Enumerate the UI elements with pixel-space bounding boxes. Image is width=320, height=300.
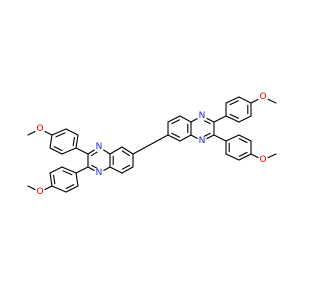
bond-line: [109, 146, 123, 155]
molecule-structure: N N N N O O O O: [27, 91, 277, 198]
bond-line: [49, 134, 53, 149]
oxygen-atom-label: O: [36, 187, 43, 197]
bond-line: [65, 185, 79, 193]
bond-line: [225, 96, 240, 104]
bond-line: [238, 134, 252, 142]
nitrogen-atom-label: N: [199, 136, 206, 146]
nitrogen-atom-label: N: [199, 111, 206, 121]
bond-line: [75, 172, 79, 187]
atom-label-background: [196, 110, 208, 122]
double-bond-line: [72, 136, 75, 147]
nitrogen-atom-label: N: [96, 142, 103, 152]
atom-label-background: [34, 123, 46, 135]
bond-line: [61, 147, 77, 155]
double-bond-line: [55, 132, 66, 138]
bond-layer: [27, 96, 277, 193]
bond-line: [225, 153, 240, 161]
atom-label-background: [196, 135, 208, 147]
double-bond-line: [65, 184, 75, 190]
double-bond-line: [238, 151, 248, 157]
bond-line: [49, 166, 63, 174]
atom-label-layer: N N N N O O O O: [34, 91, 269, 198]
oxygen-atom-label: O: [259, 92, 266, 102]
bond-line: [238, 115, 252, 123]
bond-line: [225, 115, 240, 123]
bond-line: [51, 185, 67, 193]
bond-line: [51, 128, 67, 136]
bond-line: [179, 115, 192, 123]
nitrogen-atom-label: N: [96, 168, 103, 178]
atom-label-background: [257, 91, 269, 103]
bond-line: [75, 134, 79, 149]
double-bond-line: [62, 170, 73, 176]
double-bond-line: [53, 146, 63, 152]
double-bond-line: [238, 138, 248, 144]
bond-line: [179, 134, 192, 142]
bond-line: [109, 166, 123, 174]
bond-line: [121, 166, 134, 174]
atom-label-background: [34, 186, 46, 198]
bond-line: [167, 134, 181, 142]
double-bond-line: [121, 150, 130, 157]
bond-line: [238, 153, 252, 161]
bond-line: [65, 128, 79, 136]
bond-line: [75, 166, 89, 174]
bond-line: [121, 146, 134, 155]
double-bond-line: [53, 174, 56, 185]
bond-line: [61, 166, 77, 174]
bond-line: [225, 134, 240, 142]
bond-line: [213, 134, 227, 142]
double-bond-line: [121, 164, 130, 170]
double-bond-line: [229, 113, 239, 119]
molecule-drawing: N N N N O O O O: [27, 91, 277, 198]
bond-line: [49, 172, 53, 187]
atom-label-background: [93, 141, 105, 153]
double-bond-line: [229, 100, 239, 106]
oxygen-atom-label: O: [36, 124, 43, 134]
oxygen-atom-label: O: [259, 155, 266, 165]
bond-line: [213, 115, 227, 123]
double-bond-line: [171, 132, 181, 138]
bond-line: [132, 134, 169, 155]
double-bond-line: [171, 119, 181, 125]
bond-line: [238, 96, 252, 104]
bond-line: [75, 147, 89, 155]
atom-label-background: [93, 167, 105, 179]
atom-label-background: [257, 154, 269, 166]
bond-line: [49, 147, 63, 155]
bond-line: [167, 115, 181, 123]
